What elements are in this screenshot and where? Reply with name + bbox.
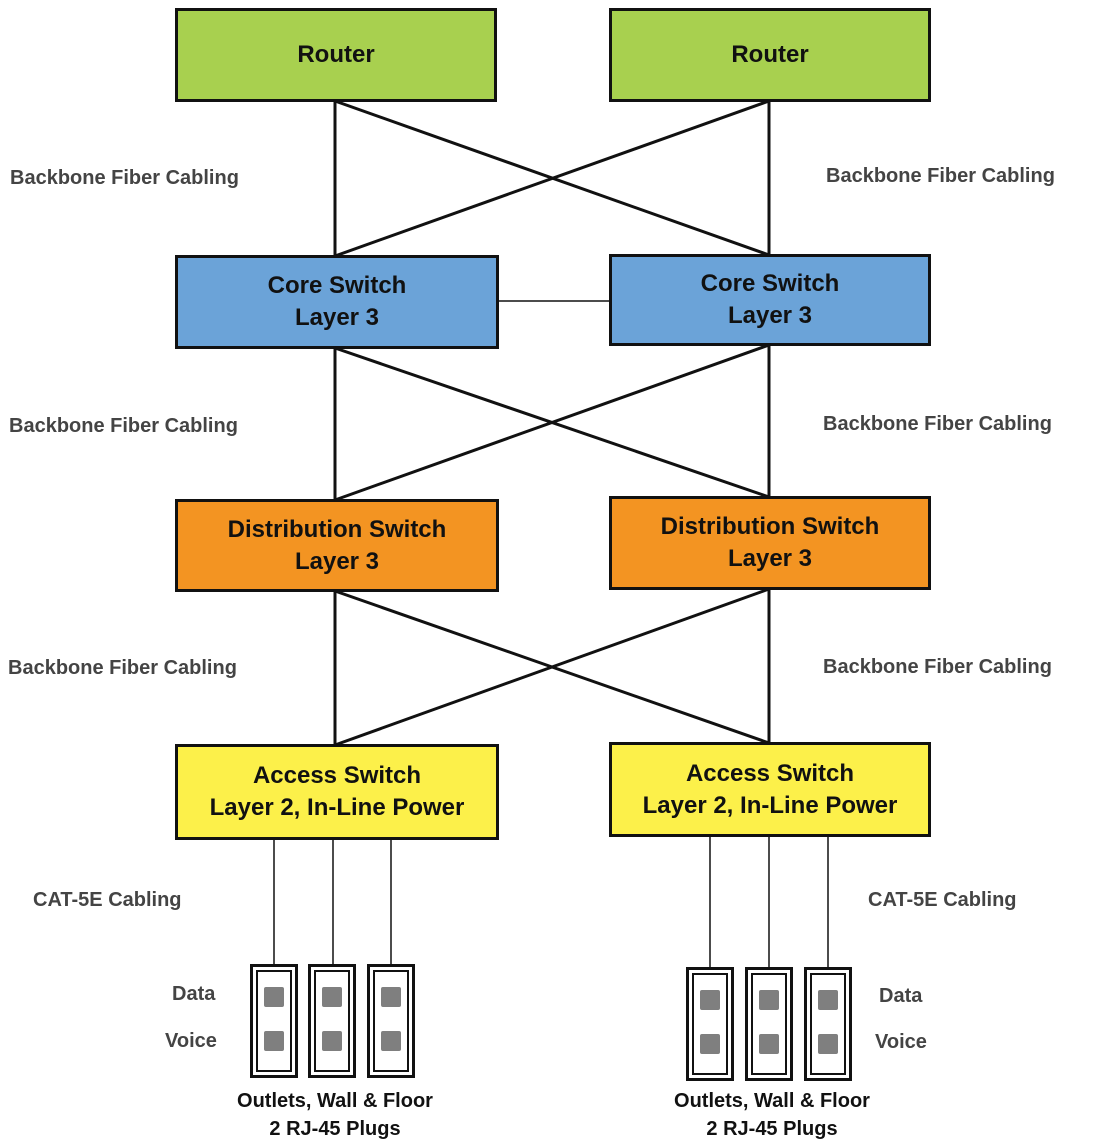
outlets-caption-right-line1: Outlets, Wall & Floor: [674, 1090, 870, 1112]
access-switch-right-layer: Layer 2, In-Line Power: [642, 791, 898, 819]
outlets-caption-left: Outlets, Wall & Floor 2 RJ-45 Plugs: [185, 1087, 485, 1143]
distribution-switch-right-title: Distribution Switch: [660, 513, 880, 540]
access-switch-right-title: Access Switch: [685, 759, 855, 787]
outlet-left-3: [367, 964, 415, 1078]
rj45-data-jack: [264, 987, 284, 1007]
router-left[interactable]: Router: [175, 8, 497, 102]
rj45-voice-jack: [759, 1034, 779, 1054]
access-switch-left[interactable]: Access Switch Layer 2, In-Line Power: [175, 744, 499, 840]
outlet-right-2: [745, 967, 793, 1081]
core-switch-left-title: Core Switch: [267, 272, 407, 299]
rj45-voice-jack: [322, 1031, 342, 1051]
access-switch-left-title: Access Switch: [252, 762, 422, 789]
outlets-caption-left-line2: 2 RJ-45 Plugs: [269, 1118, 401, 1140]
outlet-left-2: [308, 964, 356, 1078]
rj45-voice-jack: [264, 1031, 284, 1051]
rj45-data-jack: [381, 987, 401, 1007]
distribution-switch-left-title: Distribution Switch: [227, 515, 447, 543]
core-switch-right-title: Core Switch: [700, 270, 840, 297]
core-switch-left-layer: Layer 3: [294, 304, 380, 331]
core-switch-right[interactable]: Core Switch Layer 3: [609, 254, 931, 346]
core-switch-left[interactable]: Core Switch Layer 3: [175, 255, 499, 349]
outlets-caption-left-line1: Outlets, Wall & Floor: [237, 1090, 433, 1112]
rj45-data-jack: [818, 990, 838, 1010]
outlets-caption-right-line2: 2 RJ-45 Plugs: [706, 1118, 838, 1140]
backbone-label-right-2: Backbone Fiber Cabling: [823, 413, 1052, 435]
link-core-right-dist-left: [334, 343, 770, 502]
backbone-label-right-3: Backbone Fiber Cabling: [823, 656, 1052, 678]
router-left-label: Router: [297, 41, 375, 68]
backbone-label-left-1: Backbone Fiber Cabling: [10, 167, 239, 189]
outlet-right-1: [686, 967, 734, 1081]
link-dist-right-access-left: [334, 587, 770, 747]
outlets-caption-right: Outlets, Wall & Floor 2 RJ-45 Plugs: [622, 1087, 922, 1143]
rj45-data-jack: [322, 987, 342, 1007]
cat5e-label-right: CAT-5E Cabling: [868, 889, 1017, 911]
access-switch-right[interactable]: Access Switch Layer 2, In-Line Power: [609, 742, 931, 837]
outlet-left-1: [250, 964, 298, 1078]
distribution-switch-right-layer: Layer 3: [727, 545, 813, 572]
cat5e-label-left: CAT-5E Cabling: [33, 889, 182, 911]
rj45-data-jack: [759, 990, 779, 1010]
router-right[interactable]: Router: [609, 8, 931, 102]
backbone-label-right-1: Backbone Fiber Cabling: [826, 165, 1055, 187]
backbone-label-left-2: Backbone Fiber Cabling: [9, 415, 238, 437]
link-router-right-core-left: [334, 99, 770, 258]
rj45-voice-jack: [700, 1034, 720, 1054]
backbone-label-left-3: Backbone Fiber Cabling: [8, 657, 237, 679]
router-right-label: Router: [731, 41, 809, 68]
distribution-switch-left-layer: Layer 3: [294, 547, 380, 575]
voice-label-right: Voice: [875, 1031, 927, 1053]
access-switch-left-layer: Layer 2, In-Line Power: [209, 794, 465, 821]
distribution-switch-right[interactable]: Distribution Switch Layer 3: [609, 496, 931, 590]
core-switch-right-layer: Layer 3: [727, 302, 813, 329]
rj45-data-jack: [700, 990, 720, 1010]
outlet-right-3: [804, 967, 852, 1081]
distribution-switch-left[interactable]: Distribution Switch Layer 3: [175, 499, 499, 592]
rj45-voice-jack: [818, 1034, 838, 1054]
rj45-voice-jack: [381, 1031, 401, 1051]
voice-label-left: Voice: [165, 1030, 217, 1052]
data-label-right: Data: [879, 985, 923, 1007]
data-label-left: Data: [172, 983, 216, 1005]
